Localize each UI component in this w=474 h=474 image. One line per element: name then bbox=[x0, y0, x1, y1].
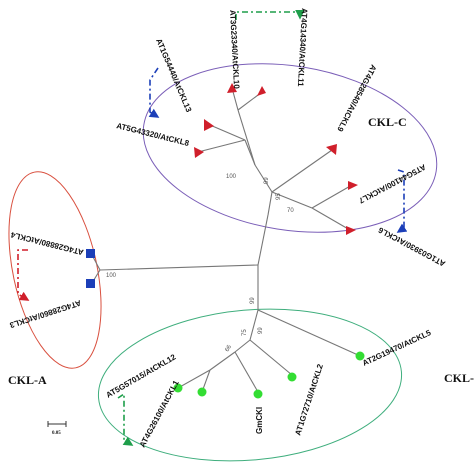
bootstrap-value: 66 bbox=[225, 344, 234, 353]
arrow-b bbox=[117, 392, 134, 446]
bootstrap-value: 100 bbox=[106, 273, 117, 279]
clade-c-ellipse bbox=[142, 63, 438, 233]
arrow-c-right bbox=[396, 169, 408, 233]
bootstrap-value: 100 bbox=[226, 174, 237, 180]
square-marker bbox=[86, 249, 95, 258]
leaf-label-ckl1: AT4G26100/AtCKL1 bbox=[138, 378, 181, 449]
square-marker bbox=[86, 279, 95, 288]
leaf-label-ckl5: AT2G19470/AtCKL5 bbox=[361, 328, 433, 368]
clade-label-b: CKL- bbox=[444, 371, 474, 385]
leaf-label-ckl8: AT5G43320/AtCKL8 bbox=[116, 121, 191, 148]
bootstrap-value: 75 bbox=[242, 329, 248, 336]
triangle-marker bbox=[194, 147, 204, 158]
leaf-label-ckl2: AT1G72710/AtCKL2 bbox=[293, 362, 325, 436]
bootstrap-value: 99 bbox=[258, 327, 264, 334]
leaf-label-ckl4: AT4G28880/AtCKL4 bbox=[9, 230, 84, 257]
leaf-label-ckl7: AT5G44100/AtCKL7 bbox=[357, 162, 428, 205]
triangle-markers bbox=[194, 83, 358, 235]
triangle-marker bbox=[346, 226, 356, 235]
leaf-label-ckl6: AT1G03930/AtCKL6 bbox=[376, 225, 447, 268]
square-markers bbox=[86, 249, 95, 288]
scale-bar-label: 0.05 bbox=[52, 431, 61, 436]
arrow-c-top bbox=[235, 10, 305, 20]
circle-marker bbox=[173, 383, 183, 393]
circle-marker bbox=[355, 351, 365, 361]
circle-marker bbox=[197, 387, 207, 397]
triangle-marker bbox=[326, 144, 337, 155]
bootstrap-value: 99 bbox=[264, 177, 270, 184]
triangle-marker bbox=[257, 86, 266, 96]
duplication-arrows bbox=[17, 10, 408, 446]
bootstrap-value: 95 bbox=[276, 193, 282, 200]
leaf-label-ckl3: AT4G28860/AtCKL3 bbox=[8, 298, 82, 330]
bootstrap-value: 99 bbox=[250, 297, 256, 304]
circle-markers bbox=[173, 351, 365, 399]
bootstrap-values: 100 100 99 95 70 99 75 99 66 bbox=[106, 174, 294, 353]
triangle-marker bbox=[227, 83, 237, 93]
leaf-label-ckl13: AT1G54440/AtCKL13 bbox=[154, 37, 193, 114]
clade-label-a: CKL-A bbox=[8, 373, 47, 387]
bootstrap-value: 70 bbox=[287, 208, 294, 214]
tree-branches bbox=[91, 87, 359, 393]
leaf-label-ckl11: AT4G14340/AtCKL11 bbox=[296, 8, 309, 87]
leaf-labels: AT1G54440/AtCKL13 AT3G23340/AtCKL10 AT4G… bbox=[8, 8, 447, 449]
clade-label-c: CKL-C bbox=[368, 115, 407, 129]
clade-b-ellipse bbox=[97, 308, 403, 462]
clade-a-ellipse bbox=[8, 171, 102, 369]
circle-marker bbox=[287, 372, 297, 382]
triangle-marker bbox=[348, 181, 358, 190]
circle-marker bbox=[253, 389, 263, 399]
leaf-label-gmcki: GmCKI bbox=[255, 407, 264, 434]
triangle-marker bbox=[204, 119, 214, 131]
arrow-c-left bbox=[148, 67, 160, 118]
leaf-label-ckl10: AT3G23340/AtCKL10 bbox=[228, 10, 241, 90]
arrow-a bbox=[17, 249, 30, 301]
scale-bar: 0.05 bbox=[47, 421, 67, 436]
